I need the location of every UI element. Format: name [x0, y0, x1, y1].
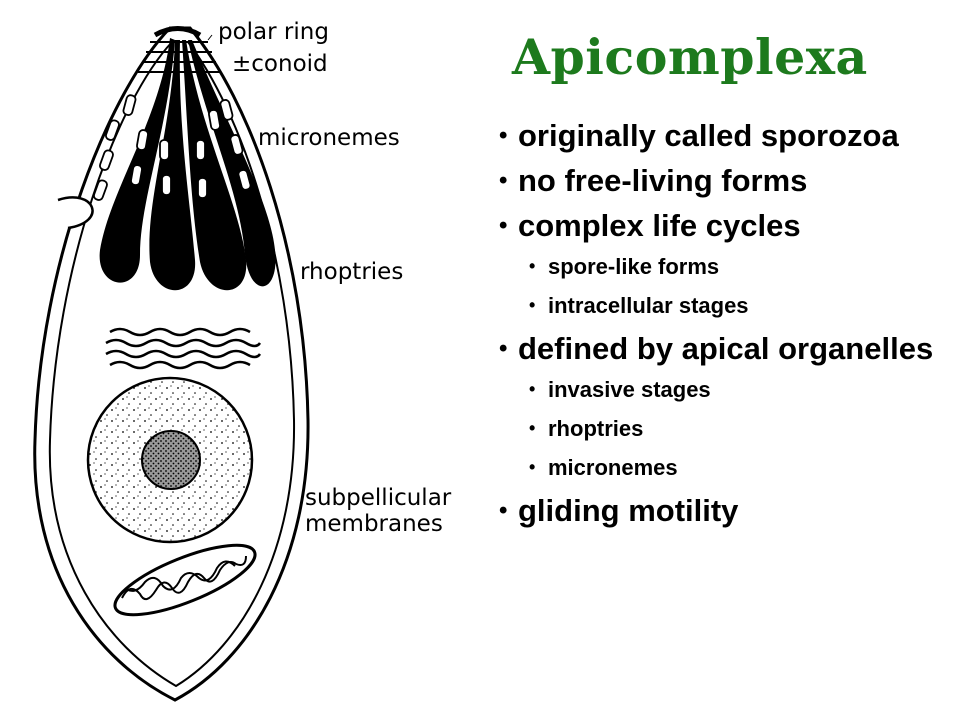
bullet-text: originally called sporozoa: [518, 118, 899, 153]
bullet-text: defined by apical organelles: [518, 331, 934, 366]
sub-bullet-item: • spore-like forms: [496, 247, 956, 286]
bullet-dot: •: [499, 122, 508, 149]
sub-bullet-item: • micronemes: [496, 448, 956, 487]
rhoptries: [99, 38, 276, 291]
bullet-item: • no free-living forms: [496, 159, 956, 202]
label-polar-ring: polar ring: [218, 19, 329, 45]
sub-bullet-dot: •: [529, 457, 536, 477]
cell-outer-membrane: [33, 26, 310, 702]
label-rhoptries: rhoptries: [300, 259, 404, 285]
bullet-dot: •: [499, 497, 508, 524]
bullet-text: complex life cycles: [518, 208, 801, 243]
bullet-text: no free-living forms: [518, 163, 808, 198]
bullet-list: • originally called sporozoa • no free-liv…: [496, 112, 956, 532]
bullet-item: • gliding motility: [496, 489, 956, 532]
sub-bullet-text: intracellular stages: [548, 293, 749, 318]
sub-bullet-dot: •: [529, 379, 536, 399]
sub-bullet-item: • rhoptries: [496, 409, 956, 448]
sub-bullet-dot: •: [529, 256, 536, 276]
golgi-stacks: [105, 327, 262, 370]
sub-bullet-text: spore-like forms: [548, 254, 720, 279]
polar-ring-leader: [207, 34, 213, 41]
sub-bullet-text: micronemes: [548, 455, 678, 480]
apicomplexan-cell-diagram: [33, 26, 310, 702]
bullet-item: • defined by apical organelles: [496, 327, 956, 370]
bullet-text: gliding motility: [518, 493, 739, 528]
polar-ring: [153, 26, 202, 38]
bullet-item: • originally called sporozoa: [496, 114, 956, 157]
sub-bullet-text: rhoptries: [548, 416, 644, 441]
sub-bullet-dot: •: [529, 418, 536, 438]
label-subpellicular: subpellicular: [305, 485, 452, 511]
slide-title: Apicomplexa: [512, 28, 868, 86]
sub-bullet-item: • intracellular stages: [496, 286, 956, 325]
sub-bullet-text: invasive stages: [548, 377, 711, 402]
nucleolus: [141, 430, 201, 490]
micronemes: [93, 94, 252, 201]
bullet-item: • complex life cycles: [496, 204, 956, 247]
mitochondrion: [113, 543, 257, 617]
bullet-dot: •: [499, 167, 508, 194]
label-membranes: membranes: [305, 511, 443, 537]
sub-bullet-item: • invasive stages: [496, 370, 956, 409]
label-micronemes: micronemes: [258, 125, 400, 151]
bullet-dot: •: [499, 335, 508, 362]
bullet-dot: •: [499, 212, 508, 239]
label-conoid: ±conoid: [232, 51, 328, 77]
sub-bullet-dot: •: [529, 295, 536, 315]
micropore: [57, 196, 94, 230]
